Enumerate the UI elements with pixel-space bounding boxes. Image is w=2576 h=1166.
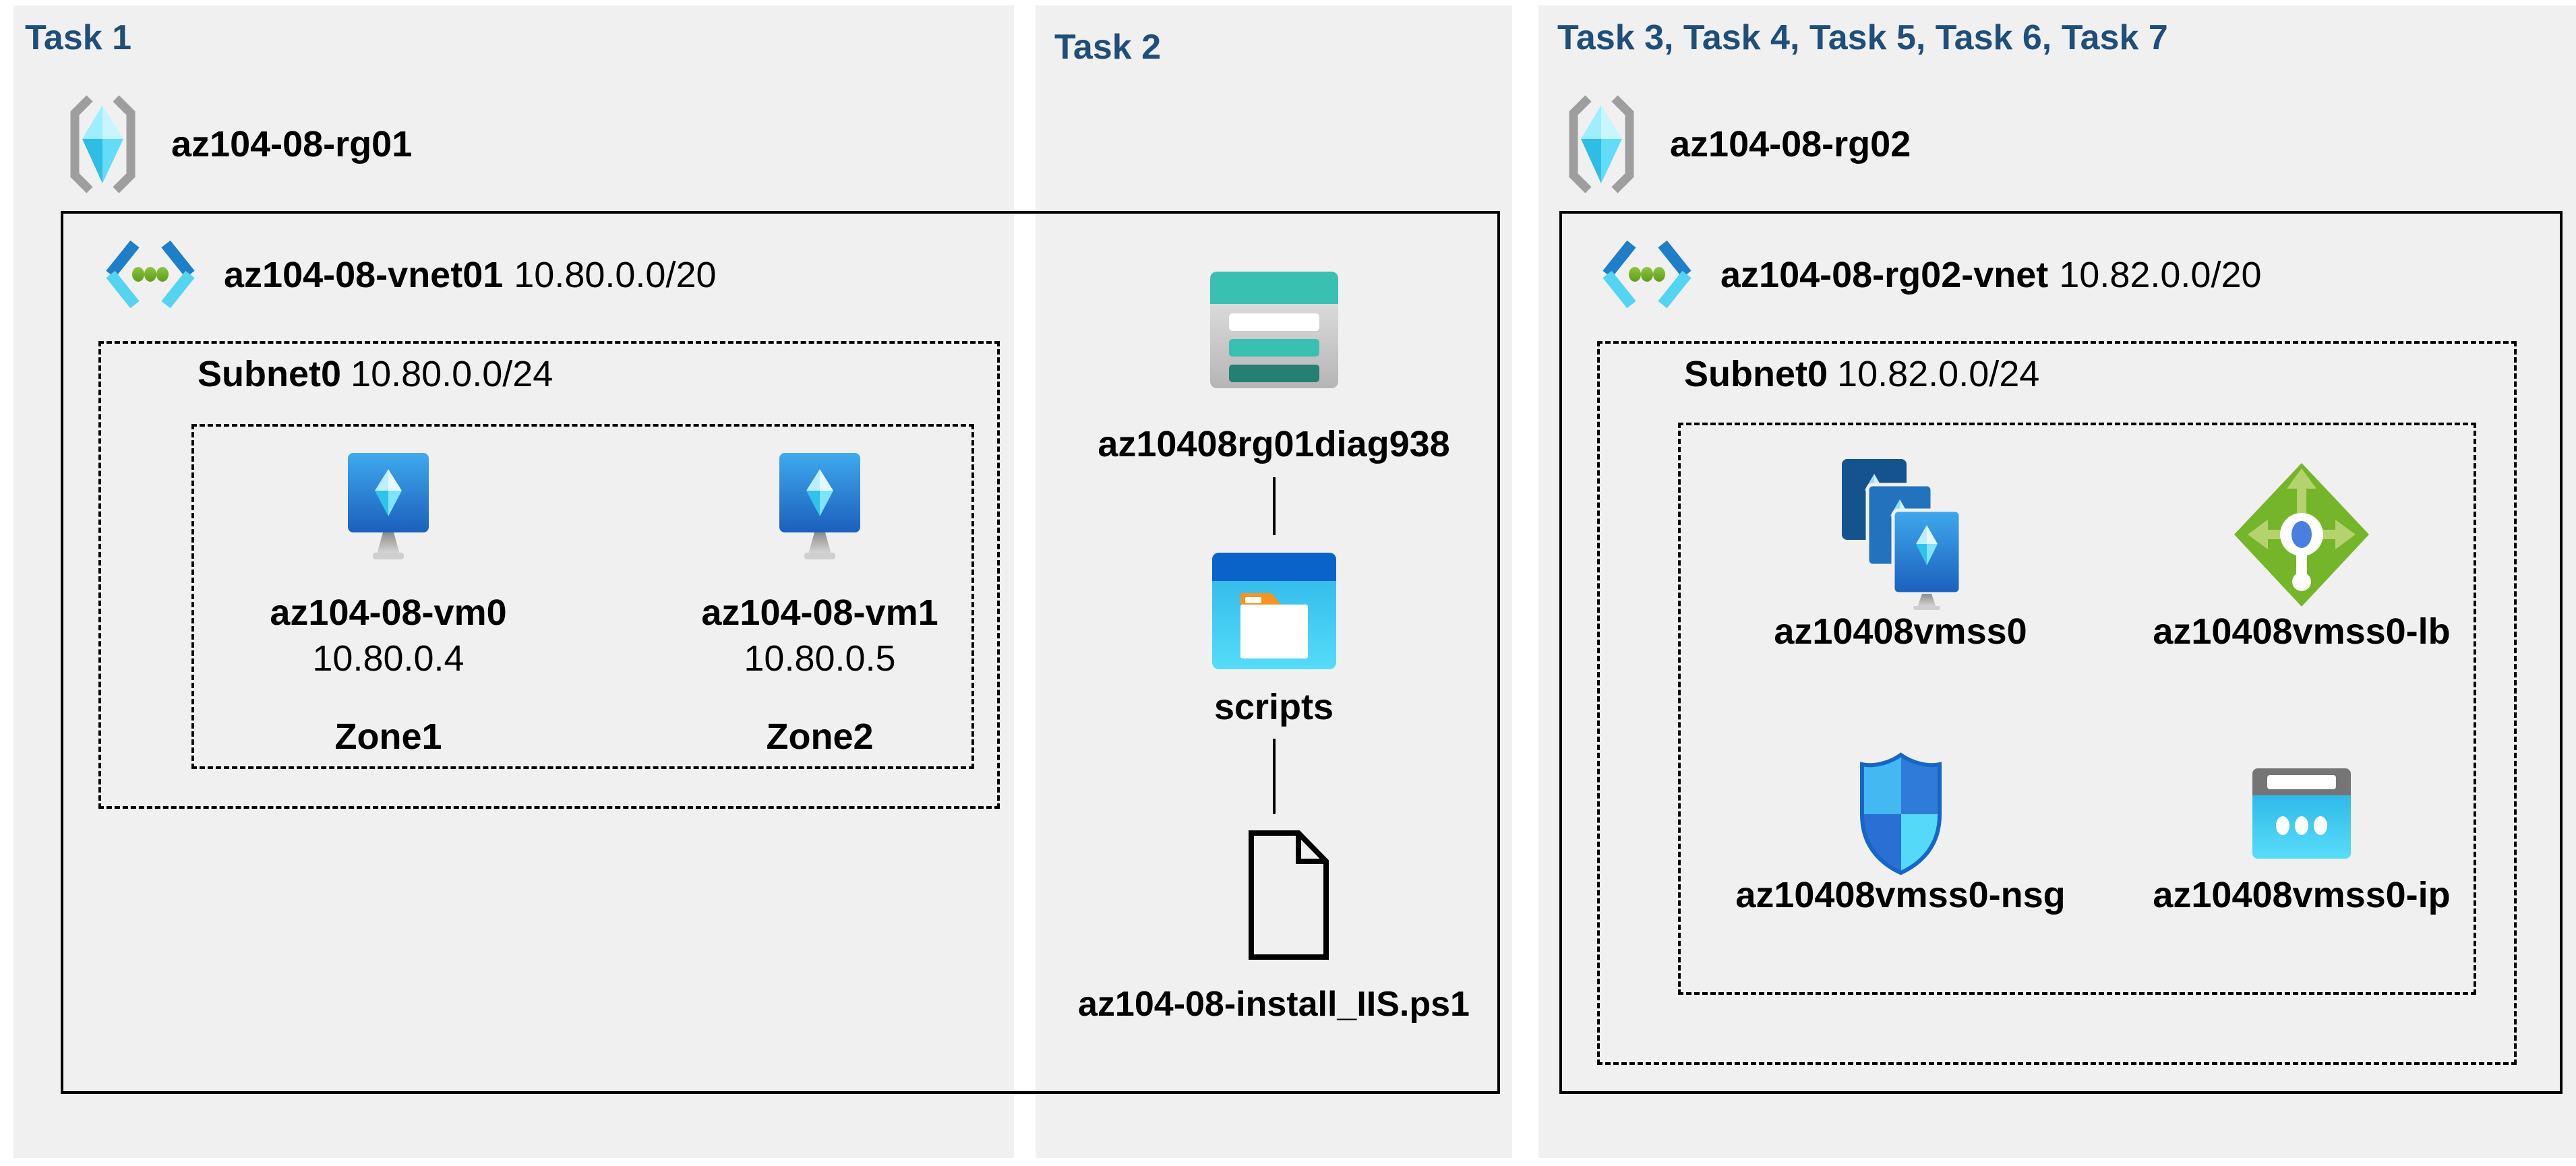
resource-group-name: az104-08-rg01 — [171, 124, 413, 164]
storage-account-icon — [1210, 272, 1338, 388]
blob-container-icon — [1212, 553, 1336, 669]
ip-icon-wrap — [2252, 753, 2351, 874]
subnet-cidr: 10.80.0.0/24 — [351, 354, 553, 394]
resource-name: az10408vmss0-nsg — [1735, 875, 2066, 915]
vm-ip: 10.80.0.4 — [312, 638, 465, 679]
ps1-file — [1246, 828, 1331, 962]
scripts-folder-name: scripts — [1214, 687, 1334, 727]
vmss-cell: az10408vmss0 — [1732, 458, 2069, 652]
virtual-network-icon — [1602, 240, 1691, 309]
vnet-name: az104-08-vnet01 — [224, 255, 504, 295]
ps1-file-name: az104-08-install_IIS.ps1 — [1078, 985, 1470, 1024]
public-ip-cell: az10408vmss0-ip — [2133, 753, 2470, 916]
virtual-network-icon — [106, 240, 195, 309]
task3-resources-box: az10408vmss0 az10408vmss0-lb — [1678, 423, 2476, 995]
vmss-icon-wrap — [1836, 458, 1965, 611]
connector-scripts-to-file — [1273, 739, 1276, 814]
nsg-cell: az10408vmss0-nsg — [1732, 751, 2069, 916]
storage-account — [1210, 272, 1338, 388]
task2-title: Task 2 — [1054, 28, 1162, 67]
virtual-machine-icon — [779, 453, 860, 559]
vnet-cidr: 10.82.0.0/20 — [2059, 255, 2262, 295]
scripts-container — [1212, 553, 1336, 669]
vnet-cidr: 10.80.0.0/20 — [514, 255, 717, 295]
task3-subnet-box — [1597, 341, 2517, 1065]
task3-container-box — [1559, 211, 2563, 1094]
load-balancer-cell: az10408vmss0-lb — [2133, 458, 2470, 652]
vm-name: az104-08-vm1 — [701, 592, 938, 633]
virtual-machine-icon — [348, 453, 429, 559]
vm1-cell: az104-08-vm1 10.80.0.5 Zone2 — [671, 453, 968, 758]
resource-group-name: az104-08-rg02 — [1670, 124, 1911, 164]
vm-zone: Zone1 — [334, 716, 442, 757]
nsg-icon-wrap — [1858, 751, 1944, 875]
file-icon — [1249, 830, 1329, 960]
resource-name: az10408vmss0 — [1774, 611, 2027, 652]
vnet-name: az104-08-rg02-vnet — [1720, 255, 2049, 295]
subnet-cidr: 10.82.0.0/24 — [1837, 354, 2040, 394]
vm-name: az104-08-vm0 — [270, 592, 507, 633]
resource-group-rg02: az104-08-rg02 — [1563, 93, 1911, 195]
subnet-name: Subnet0 — [198, 354, 342, 394]
task1-2-container-box — [61, 211, 1500, 1094]
task1-title: Task 1 — [25, 18, 132, 57]
vm0-icon-wrap — [338, 453, 439, 562]
nsg-shield-icon — [1859, 751, 1942, 875]
vm-ip: 10.80.0.5 — [744, 638, 896, 679]
panel-task1 — [13, 5, 1014, 1158]
task1-subnet-box — [98, 341, 1000, 809]
resource-group-icon — [70, 95, 136, 193]
resource-group-icon — [1569, 95, 1634, 193]
connector-storage-to-scripts — [1273, 477, 1276, 535]
vm0-cell: az104-08-vm0 10.80.0.4 Zone1 — [240, 453, 537, 758]
panel-task3-7 — [1538, 5, 2576, 1158]
task1-vm-box: az104-08-vm0 10.80.0.4 Zone1 az104-08-vm… — [191, 424, 974, 769]
public-ip-icon — [2252, 768, 2351, 859]
vmss-icon — [1842, 459, 1963, 610]
resource-name: az10408vmss0-lb — [2153, 611, 2451, 652]
resource-name: az10408vmss0-ip — [2153, 875, 2451, 915]
storage-account-name: az10408rg01diag938 — [1098, 424, 1450, 464]
load-balancer-icon — [2234, 462, 2369, 607]
vm-zone: Zone2 — [766, 716, 874, 757]
vm1-icon-wrap — [769, 453, 870, 562]
lb-icon-wrap — [2234, 458, 2369, 611]
resource-group-rg01: az104-08-rg01 — [64, 93, 412, 195]
task3-title: Task 3, Task 4, Task 5, Task 6, Task 7 — [1557, 18, 2168, 57]
subnet-name: Subnet0 — [1684, 354, 1828, 394]
